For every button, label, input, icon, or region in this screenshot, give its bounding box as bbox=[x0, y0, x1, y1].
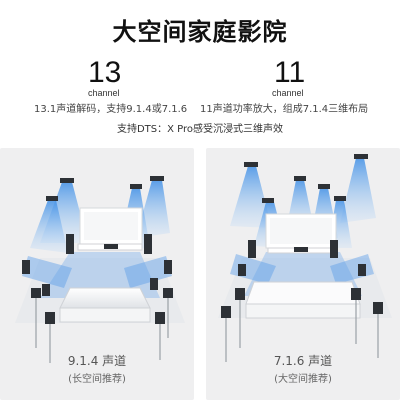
right-channel-word: channel bbox=[272, 88, 304, 98]
right-ceiling-speakers bbox=[244, 154, 368, 203]
left-front-speakers bbox=[66, 234, 152, 254]
left-caption-sub: (长空间推荐) bbox=[68, 374, 126, 385]
left-channel-number: 13 bbox=[88, 56, 122, 89]
right-sofa bbox=[245, 281, 361, 319]
left-channel-word: channel bbox=[88, 88, 120, 98]
right-front-speakers bbox=[248, 240, 338, 258]
right-layout-panel: 7.1.6 声道 (大空间推荐) bbox=[206, 148, 400, 400]
left-surround-speakers bbox=[22, 260, 172, 296]
right-channel-number: 11 bbox=[274, 56, 306, 89]
left-sofa bbox=[59, 287, 151, 323]
right-caption-sub: (大空间推荐) bbox=[274, 374, 332, 385]
page-title: 大空间家庭影院 bbox=[112, 18, 288, 46]
left-layout-panel: 9.1.4 声道 (长空间推荐) bbox=[0, 148, 194, 400]
dts-support-line: 支持DTS：X Pro感受沉浸式三维声效 bbox=[116, 124, 284, 135]
left-caption: 9.1.4 声道 bbox=[67, 354, 127, 368]
left-ceiling-speakers bbox=[46, 176, 164, 201]
right-surround-speakers bbox=[238, 264, 366, 276]
left-rear-speakers bbox=[31, 288, 173, 363]
right-description: 11声道功率放大，组成7.1.4三维布局 bbox=[200, 104, 369, 115]
left-room-illustration bbox=[15, 176, 185, 363]
right-caption: 7.1.6 声道 bbox=[273, 354, 333, 368]
right-room-illustration bbox=[218, 154, 392, 362]
left-description: 13.1声道解码，支持9.1.4或7.1.6 bbox=[34, 104, 188, 115]
right-rear-speakers bbox=[221, 288, 383, 362]
